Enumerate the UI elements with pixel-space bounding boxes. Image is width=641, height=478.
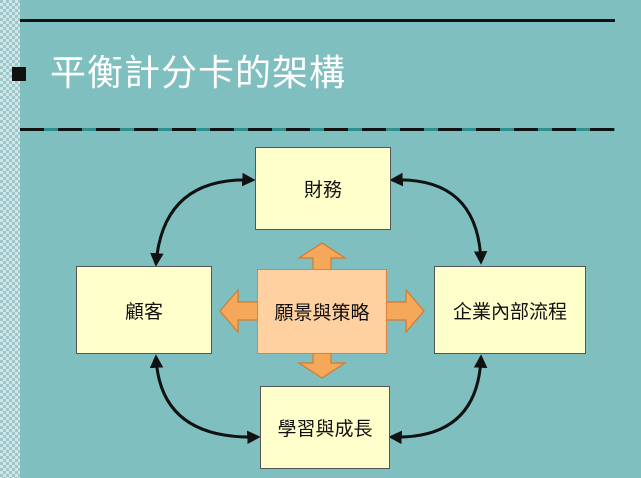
- vision-strategy-label: 願景與策略: [274, 302, 370, 324]
- learning-growth-label: 學習與成長: [277, 418, 373, 440]
- top-rule: [20, 19, 615, 22]
- learning-growth-box: 學習與成長: [260, 386, 390, 469]
- arrow-internal-learning: [388, 354, 488, 445]
- internal-process-label: 企業內部流程: [452, 300, 567, 323]
- title-bullet-square-icon: [12, 67, 26, 81]
- arrow-customer-learning: [149, 354, 261, 445]
- finance-label: 財務: [303, 179, 342, 201]
- customer-label: 顧客: [124, 300, 163, 323]
- vision-strategy-box: 願景與策略: [257, 269, 387, 354]
- customer-box: 顧客: [76, 266, 212, 354]
- slide-title: 平衡計分卡的架構: [50, 53, 347, 94]
- internal-process-box: 企業內部流程: [434, 266, 586, 354]
- decorative-left-strip: [0, 0, 20, 478]
- finance-box: 財務: [255, 147, 391, 230]
- arrow-finance-customer: [150, 172, 256, 267]
- arrow-finance-internal: [389, 172, 488, 265]
- title-dashed-rule: [20, 128, 615, 131]
